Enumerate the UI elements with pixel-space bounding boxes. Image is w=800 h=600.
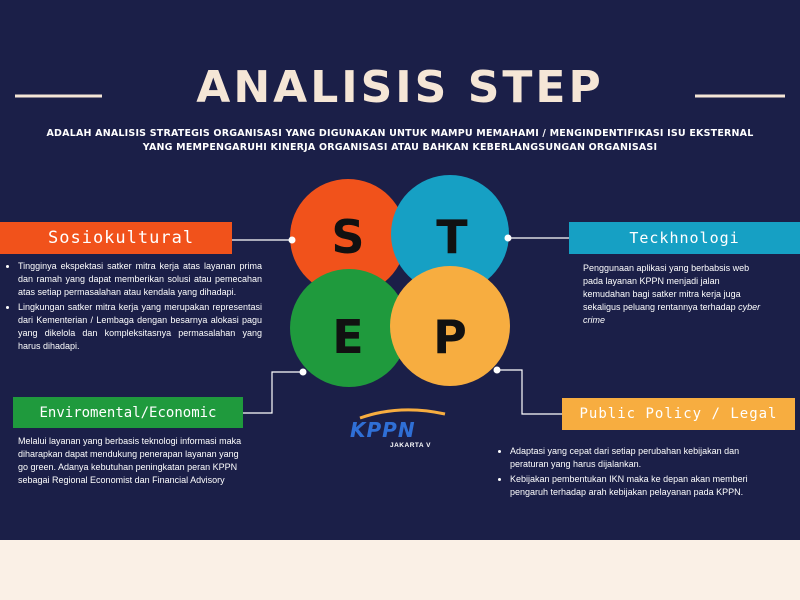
- label-teknologi: Teckhnologi: [569, 222, 800, 254]
- policy-bullet-1: Adaptasi yang cepat dari setiap perubaha…: [510, 445, 772, 471]
- label-policy: Public Policy / Legal: [562, 398, 795, 430]
- letter-p: P: [433, 310, 467, 364]
- teknologi-cyber-crime: cyber crime: [583, 302, 761, 325]
- letter-s: S: [331, 210, 364, 264]
- dot-sosiokultural: [288, 236, 296, 244]
- sosiokultural-bullet-1: Tingginya ekspektasi satker mitra kerja …: [18, 260, 262, 299]
- poster: S T E P ANALISIS STEP ADALAH ANALISIS ST…: [0, 0, 800, 540]
- circle-t: [391, 175, 509, 293]
- subtitle: ADALAH ANALISIS STRATEGIS ORGANISASI YAN…: [40, 127, 760, 155]
- environmental-text: Melalui layanan yang berbasis teknologi …: [18, 436, 242, 485]
- subtitle-line-1: ADALAH ANALISIS STRATEGIS ORGANISASI YAN…: [46, 128, 754, 139]
- policy-list: Adaptasi yang cepat dari setiap perubaha…: [496, 445, 772, 499]
- subtitle-line-2: YANG MEMPENGARUHI KINERJA ORGANISASI ATA…: [142, 142, 658, 153]
- sosiokultural-list: Tingginya ekspektasi satker mitra kerja …: [6, 260, 262, 353]
- teknologi-text: Penggunaan aplikasi yang berbabsis web p…: [583, 262, 763, 327]
- dot-environmental: [299, 368, 307, 376]
- logo-text: KPPN: [350, 418, 416, 442]
- page-title: ANALISIS STEP: [196, 62, 604, 113]
- circle-e: [290, 269, 408, 387]
- logo-swoosh: [359, 408, 446, 420]
- decorative-lines: S T E P: [15, 94, 785, 420]
- connector-policy: [497, 369, 562, 415]
- sosiokultural-text: Tingginya ekspektasi satker mitra kerja …: [6, 260, 262, 355]
- sosiokultural-bullet-2: Lingkungan satker mitra kerja yang merup…: [18, 301, 262, 353]
- bottom-strip: [0, 540, 800, 600]
- logo-subtext: JAKARTA V: [390, 442, 431, 449]
- letter-e: E: [332, 310, 363, 364]
- label-environmental: Enviromental/Economic: [13, 397, 243, 428]
- kppn-logo: KPPN JAKARTA V: [340, 418, 450, 456]
- label-sosiokultural: Sosiokultural: [0, 222, 232, 254]
- policy-text: Adaptasi yang cepat dari setiap perubaha…: [496, 445, 772, 501]
- teknologi-paragraph: Penggunaan aplikasi yang berbabsis web p…: [583, 263, 750, 312]
- dot-policy: [493, 366, 501, 374]
- circle-p: [390, 266, 510, 386]
- policy-bullet-2: Kebijakan pembentukan IKN maka ke depan …: [510, 473, 772, 499]
- connector-environmental: [243, 371, 303, 414]
- dot-teknologi: [504, 234, 512, 242]
- letter-t: T: [436, 210, 468, 264]
- circle-s: [290, 179, 406, 295]
